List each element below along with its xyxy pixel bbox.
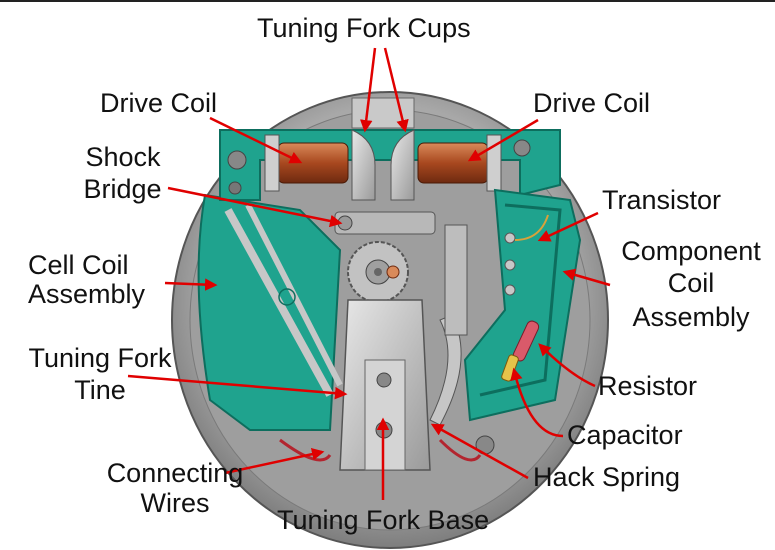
arrow-resistor [538,343,596,388]
label-tuning-fork-tine-line1: Tuning Fork [28,343,172,373]
label-tuning-fork-base: Tuning Fork Base [277,505,490,535]
pointer-arrows [127,47,611,500]
label-shock-bridge-line1: Shock [85,142,161,172]
label-component-coil-line2: Coil [667,268,715,298]
index-wheel-gear [347,241,409,303]
label-shock-bridge-line2: Bridge [83,174,162,204]
arrow-drive-coil-right [467,118,539,162]
tuning-fork [339,265,431,471]
label-cell-coil-line2: Assembly [28,279,146,309]
cell-coil-board [197,193,343,431]
label-resistor: Resistor [598,371,698,401]
arrow-tuning-fork-cups-right [383,47,409,133]
hack-spring [429,224,468,426]
label-drive-coil-left: Drive Coil [100,88,218,118]
tuning-fork-cups [351,97,415,201]
label-tuning-fork-tine-line2: Tine [74,375,126,405]
label-component-coil-line1: Component [621,236,761,266]
shock-bridge [334,211,436,235]
arrow-hack-spring [430,423,529,480]
arrow-transistor [537,211,599,242]
label-capacitor: Capacitor [567,420,683,450]
arrow-connecting-wires [224,448,325,475]
drive-coil-left [264,134,349,192]
label-tuning-fork-cups: Tuning Fork Cups [257,13,471,43]
arrow-cell-coil [164,278,218,291]
label-hack-spring: Hack Spring [533,462,681,492]
top-border-line [0,0,775,2]
arrow-drive-coil-left [209,116,303,164]
label-connecting-wires-line1: Connecting [106,458,244,488]
arrow-component-coil [562,268,611,287]
component-coil-board [463,188,582,455]
label-cell-coil-line1: Cell Coil [28,250,129,280]
arrow-shock-bridge [167,186,343,228]
label-transistor: Transistor [602,185,722,215]
label-drive-coil-right: Drive Coil [533,88,651,118]
arrow-tuning-fork-cups-left [360,47,377,133]
arrow-tuning-fork-tine [127,374,348,400]
arrow-capacitor [510,367,564,438]
drive-coil-right [417,134,502,192]
label-connecting-wires-line2: Wires [140,488,210,518]
label-component-coil-line3: Assembly [632,302,750,332]
